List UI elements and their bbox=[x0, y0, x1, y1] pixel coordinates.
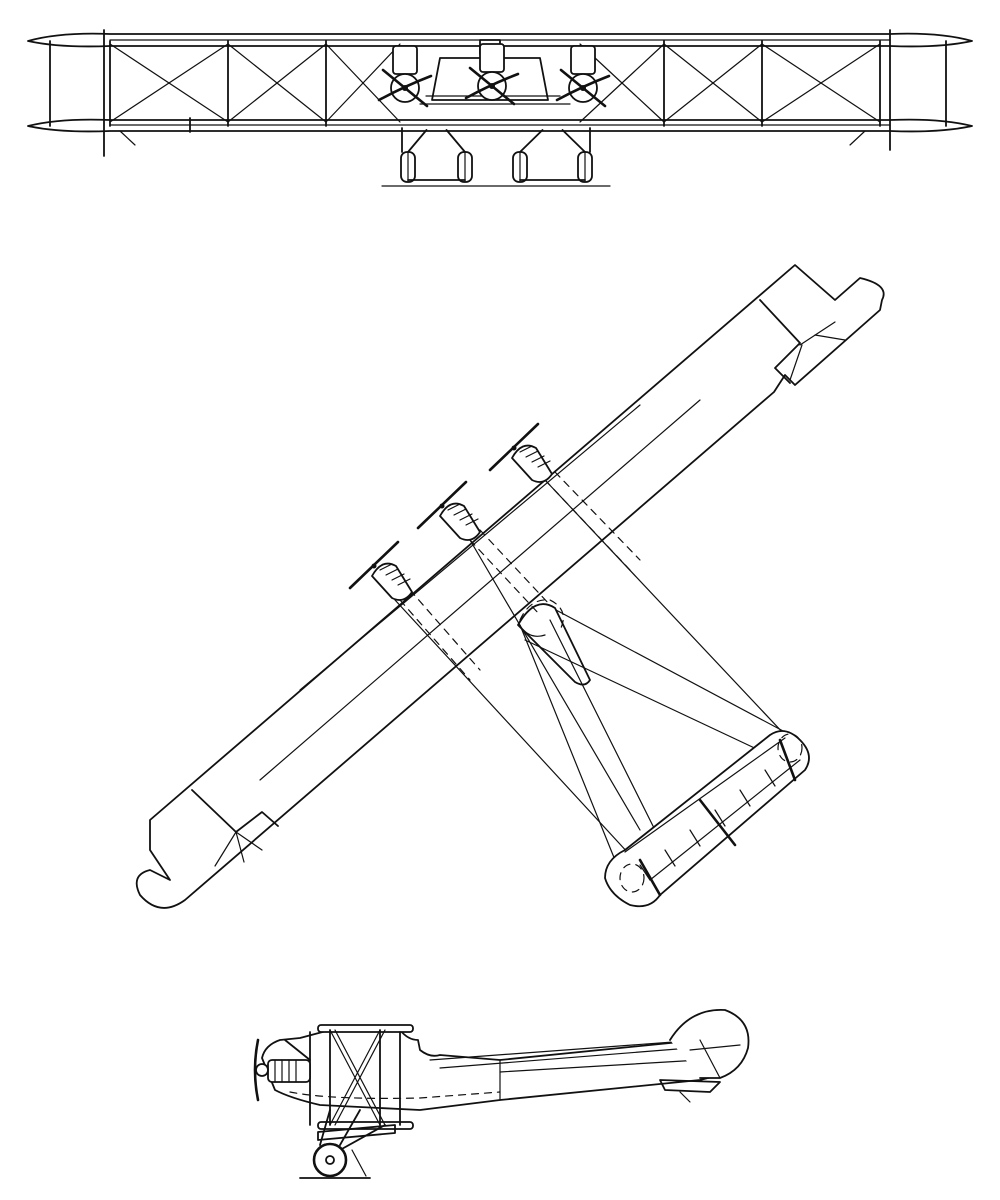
tailplane-plan bbox=[604, 730, 810, 908]
gear-strut bbox=[561, 129, 586, 153]
fuselage-side bbox=[261, 1029, 736, 1111]
cylinder-fin bbox=[385, 568, 399, 576]
propeller-hub bbox=[402, 85, 408, 91]
side-view bbox=[253, 1009, 750, 1179]
propeller-hub bbox=[511, 445, 517, 451]
propeller-hub bbox=[580, 85, 586, 91]
engine-nacelle bbox=[511, 444, 553, 483]
bracing-wires bbox=[109, 43, 881, 123]
fuselage-plan bbox=[394, 479, 801, 861]
hidden-lines bbox=[399, 471, 641, 681]
tail-side bbox=[659, 1009, 750, 1103]
engine-nacelle bbox=[371, 562, 413, 601]
engine-nacelle bbox=[439, 502, 481, 541]
lower-wing-front bbox=[27, 118, 973, 133]
propeller-hub bbox=[489, 83, 495, 89]
cylinder-fin bbox=[397, 578, 411, 586]
cylinder-fin bbox=[379, 563, 393, 571]
cylinder-fin bbox=[453, 508, 467, 516]
wings-side bbox=[309, 1024, 414, 1130]
engines-plan bbox=[348, 422, 553, 601]
cylinder-fin bbox=[391, 573, 405, 581]
engine-cowling bbox=[479, 43, 505, 73]
plan-view bbox=[135, 264, 885, 909]
gear-strut bbox=[407, 129, 428, 153]
interplane-struts bbox=[109, 40, 881, 127]
propeller-hub bbox=[439, 503, 445, 509]
bracing-wire bbox=[109, 43, 229, 123]
main-wing-plan bbox=[135, 264, 885, 909]
gear-strut bbox=[445, 129, 466, 153]
cylinder-fin bbox=[531, 455, 545, 463]
engine-side bbox=[253, 1038, 311, 1102]
engine-cowling bbox=[392, 45, 418, 75]
bracing-wire bbox=[227, 43, 327, 123]
engines-front bbox=[377, 43, 611, 108]
cylinder-fin bbox=[519, 445, 533, 453]
wingtip-posts bbox=[49, 29, 947, 157]
cylinder-fin bbox=[537, 460, 551, 468]
front-view bbox=[27, 29, 973, 187]
landing-gear-front bbox=[381, 127, 611, 187]
bracing-wire bbox=[663, 43, 763, 123]
landing-gear-side bbox=[299, 1109, 396, 1179]
cylinder-fin bbox=[447, 503, 461, 511]
bracing-wire bbox=[761, 43, 881, 123]
gear-strut bbox=[519, 129, 544, 153]
cylinder-fin bbox=[459, 513, 473, 521]
cylinder-fin bbox=[525, 450, 539, 458]
bracing-wire bbox=[579, 43, 665, 123]
engine-cowling bbox=[570, 45, 596, 75]
bracing-wire bbox=[325, 43, 401, 123]
cylinder-fin bbox=[465, 518, 479, 526]
propeller-hub bbox=[371, 563, 377, 569]
